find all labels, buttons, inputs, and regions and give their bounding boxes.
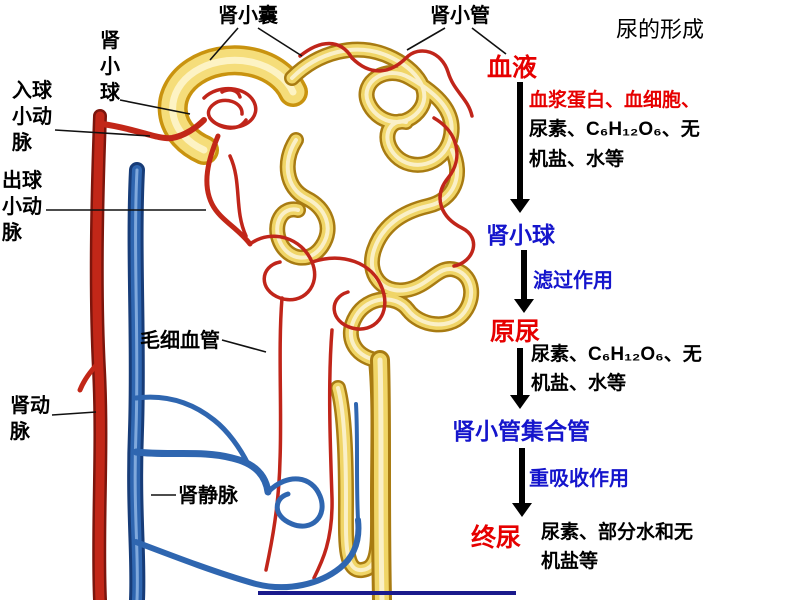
flow-label-reabsorption: 重吸收作用 [529,468,629,490]
bowmans-capsule-shape [157,45,308,165]
label-capillaries: 毛细血管 [140,330,220,352]
flow-final-urine-components: 尿素、部分水和无机盐等 [541,522,694,573]
collecting-duct-shape [380,360,382,600]
flow-arrow-filtration [521,250,527,300]
flow-stage-primary-urine: 原尿 [490,318,541,346]
label-renal-capsule: 肾小囊 [218,5,278,27]
flow-blood-components: 血浆蛋白、血细胞、尿素、C₆H₁₂O₆、无机盐、水等 [529,86,714,174]
flow-stage-final-urine: 终尿 [471,524,522,552]
flow-stage-tubule-collecting-duct: 肾小管集合管 [452,418,590,444]
capillary-network [228,41,476,580]
flow-blood-components-black: 尿素、C₆H₁₂O₆、无机盐、水等 [529,119,700,170]
slide-title: 尿的形成 [616,17,705,42]
flow-arrow-primary-to-tubule [517,348,523,396]
label-glomerulus: 肾 小 球 [100,30,120,104]
flow-stage-blood: 血液 [487,54,538,82]
flow-blood-components-red: 血浆蛋白、血细胞、 [529,90,701,111]
flow-arrow-reabsorption [519,448,525,504]
renal-artery-vessel [77,109,108,600]
flow-stage-glomerulus: 肾小球 [486,222,555,248]
flow-arrow-blood-to-glomerulus [517,82,523,200]
label-renal-vein: 肾静脉 [178,485,238,507]
renal-vein-vessel [127,162,146,600]
flow-label-filtration: 滤过作用 [533,270,613,292]
flow-primary-urine-components: 尿素、C₆H₁₂O₆、无机盐、水等 [531,344,702,395]
arterioles [99,117,253,247]
glomerulus-shape [202,86,258,130]
leader-lines [46,27,507,496]
bottom-divider [258,591,516,595]
label-efferent-arteriole: 出球 小动 脉 [2,170,42,244]
label-afferent-arteriole: 入球 小动 脉 [12,80,52,154]
venule-network [132,394,362,591]
label-renal-tubule: 肾小管 [430,5,490,27]
label-renal-artery: 肾动 脉 [10,395,50,443]
